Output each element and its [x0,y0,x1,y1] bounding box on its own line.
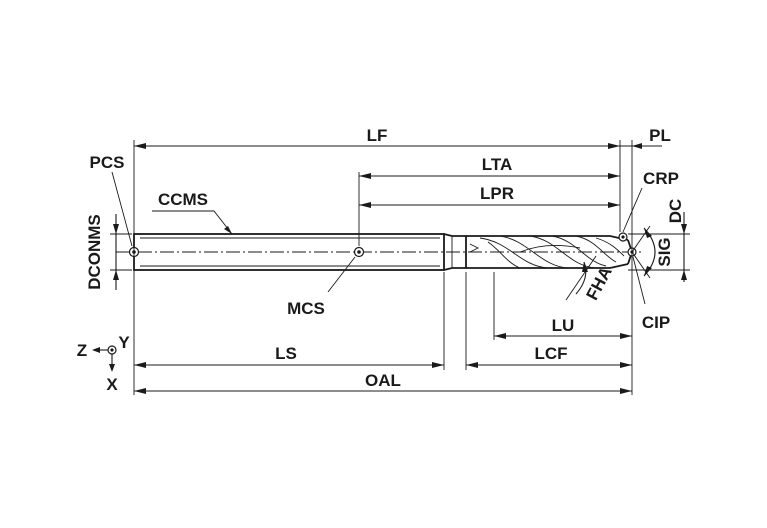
crp-point [618,232,628,242]
mcs-label: MCS [287,299,325,318]
dconms-label: DCONMS [85,214,104,290]
sig-dimension [631,225,656,279]
dc-label: DC [666,199,685,224]
lu-dimension [494,333,632,339]
pl-dimension [620,143,662,149]
ls-label: LS [275,344,297,363]
axis-x-label: X [106,375,118,394]
pcs-leader [111,171,133,247]
pcs-label: PCS [90,153,125,172]
cip-label: CIP [642,313,670,332]
oal-dimension [134,388,632,394]
oal-label: OAL [365,371,401,390]
ls-dimension [134,362,444,368]
mcs-leader [327,256,356,293]
sig-label: SIG [655,237,674,266]
pl-label: PL [649,126,671,145]
ccms-arrow [224,226,232,234]
lcf-label: LCF [534,344,567,363]
lf-dimension [134,143,620,149]
ccms-label: CCMS [158,190,208,209]
axis-z-label: Z [77,341,87,360]
dc-dimension [681,212,687,282]
cip-leader [632,256,646,305]
lta-dimension [359,173,620,179]
lcf-dimension [466,362,632,368]
fha-label: FHA [583,264,616,304]
fha-dimension [565,255,597,301]
crp-label: CRP [643,169,679,188]
extension-lines [110,140,690,395]
lpr-dimension [359,202,620,208]
lf-label: LF [367,126,388,145]
lu-label: LU [552,316,575,335]
dconms-dimension [113,214,119,290]
axis-y-label: Y [118,333,130,352]
ccms-leader [152,210,233,235]
mcs-point [353,246,365,258]
coordinate-axes [92,345,117,372]
crp-leader [622,187,643,233]
lta-label: LTA [482,155,513,174]
lpr-label: LPR [480,184,514,203]
